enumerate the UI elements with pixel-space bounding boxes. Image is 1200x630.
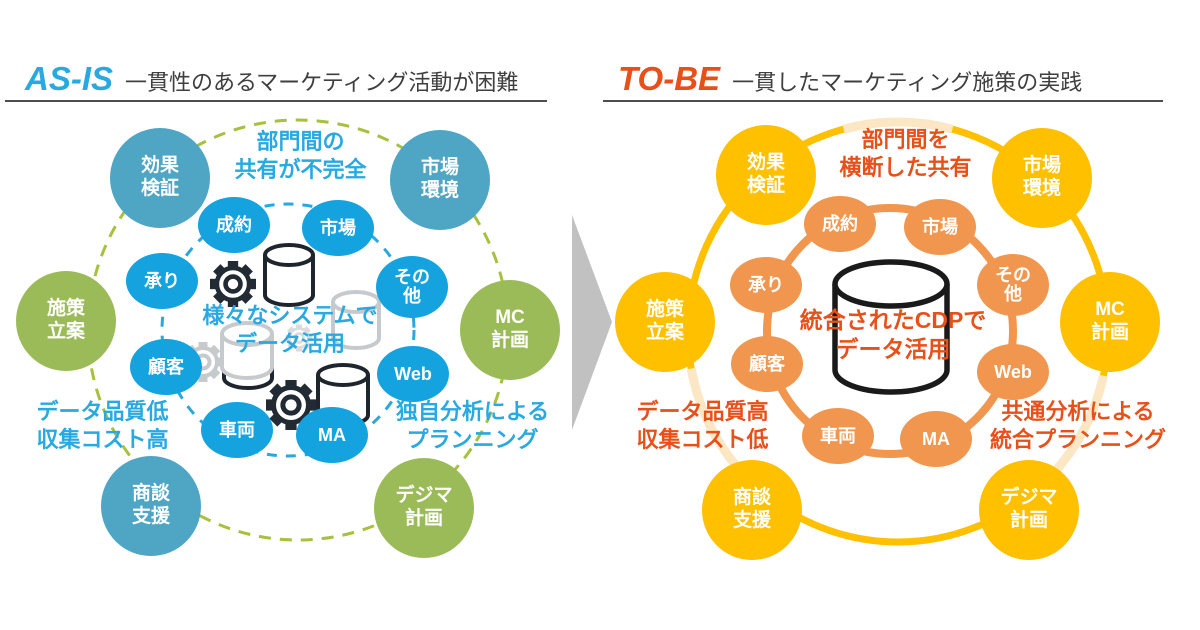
as-is-node-market-env: 市場 環境	[390, 130, 490, 230]
to-be-node-other: その 他	[977, 254, 1049, 316]
as-is-node-digital-plan: デジマ 計画	[374, 458, 474, 558]
to-be-tag: TO-BE	[618, 60, 721, 97]
to-be-node-contract: 成約	[804, 196, 876, 252]
database-icon	[220, 321, 274, 380]
as-is-node-customer: 顧客	[130, 339, 202, 395]
to-be-center-label: 統合されたCDPで データ活用	[799, 307, 987, 362]
to-be-node-vehicle: 車両	[802, 408, 874, 464]
as-is-node-other: その 他	[376, 256, 448, 318]
to-be-node-policy-planning: 施策 立案	[615, 272, 715, 372]
gear-icon	[210, 261, 256, 307]
as-is-inner-dashed-circle	[160, 202, 416, 458]
to-be-right-label: 共通分析による 統合プランニング	[989, 399, 1166, 452]
as-is-node-sales-support: 商談 支援	[101, 456, 201, 556]
as-is-node-policy-planning: 施策 立案	[16, 271, 116, 371]
to-be-title: TO-BE 一貫したマーケティング施策の実践	[618, 60, 1082, 98]
to-be-node-order: 承り	[730, 257, 802, 313]
to-be-title-text: 一貫したマーケティング施策の実践	[732, 70, 1083, 95]
to-be-node-sales-support: 商談 支援	[702, 460, 802, 560]
as-is-title: AS-IS 一貫性のあるマーケティング活動が困難	[25, 60, 518, 98]
to-be-node-effect-check: 効果 検証	[716, 125, 816, 225]
as-is-node-web: Web	[377, 346, 449, 402]
to-be-node-ma: MA	[900, 411, 972, 467]
to-be-node-web: Web	[977, 344, 1049, 400]
to-be-node-mc-plan: MC 計画	[1060, 272, 1160, 372]
as-is-node-effect-check: 効果 検証	[110, 128, 210, 228]
to-be-inner-circle	[763, 204, 1017, 458]
as-is-top-label: 部門間の 共有が不完全	[234, 129, 367, 182]
to-be-node-market: 市場	[904, 199, 976, 255]
arrow-right-icon	[572, 215, 612, 430]
as-is-left-label: データ品質低 収集コスト高	[36, 399, 169, 452]
as-is-node-market: 市場	[302, 200, 374, 256]
database-icon	[331, 290, 381, 350]
to-be-left-label: データ品質高 収集コスト低	[636, 399, 769, 452]
database-icon	[263, 243, 315, 307]
as-is-node-mc-plan: MC 計画	[460, 280, 560, 380]
as-is-node-order: 承り	[126, 253, 198, 309]
to-be-title-rule	[603, 100, 1163, 102]
as-is-title-rule	[5, 100, 547, 102]
as-is-center-label: 様々なシステムで データ活用	[202, 303, 378, 356]
as-is-title-text: 一貫性のあるマーケティング活動が困難	[125, 70, 519, 95]
to-be-node-market-env: 市場 環境	[992, 128, 1092, 228]
as-is-node-ma: MA	[296, 407, 368, 463]
to-be-top-label: 部門間を 横断した共有	[839, 127, 972, 180]
as-is-node-contract: 成約	[198, 197, 270, 253]
to-be-node-customer: 顧客	[731, 336, 803, 392]
as-is-tag: AS-IS	[25, 60, 114, 97]
as-is-right-label: 独自分析による プランニング	[395, 399, 550, 452]
cdp-database-icon	[832, 259, 950, 395]
as-is-node-vehicle: 車両	[201, 402, 273, 458]
to-be-node-digital-plan: デジマ 計画	[979, 460, 1079, 560]
